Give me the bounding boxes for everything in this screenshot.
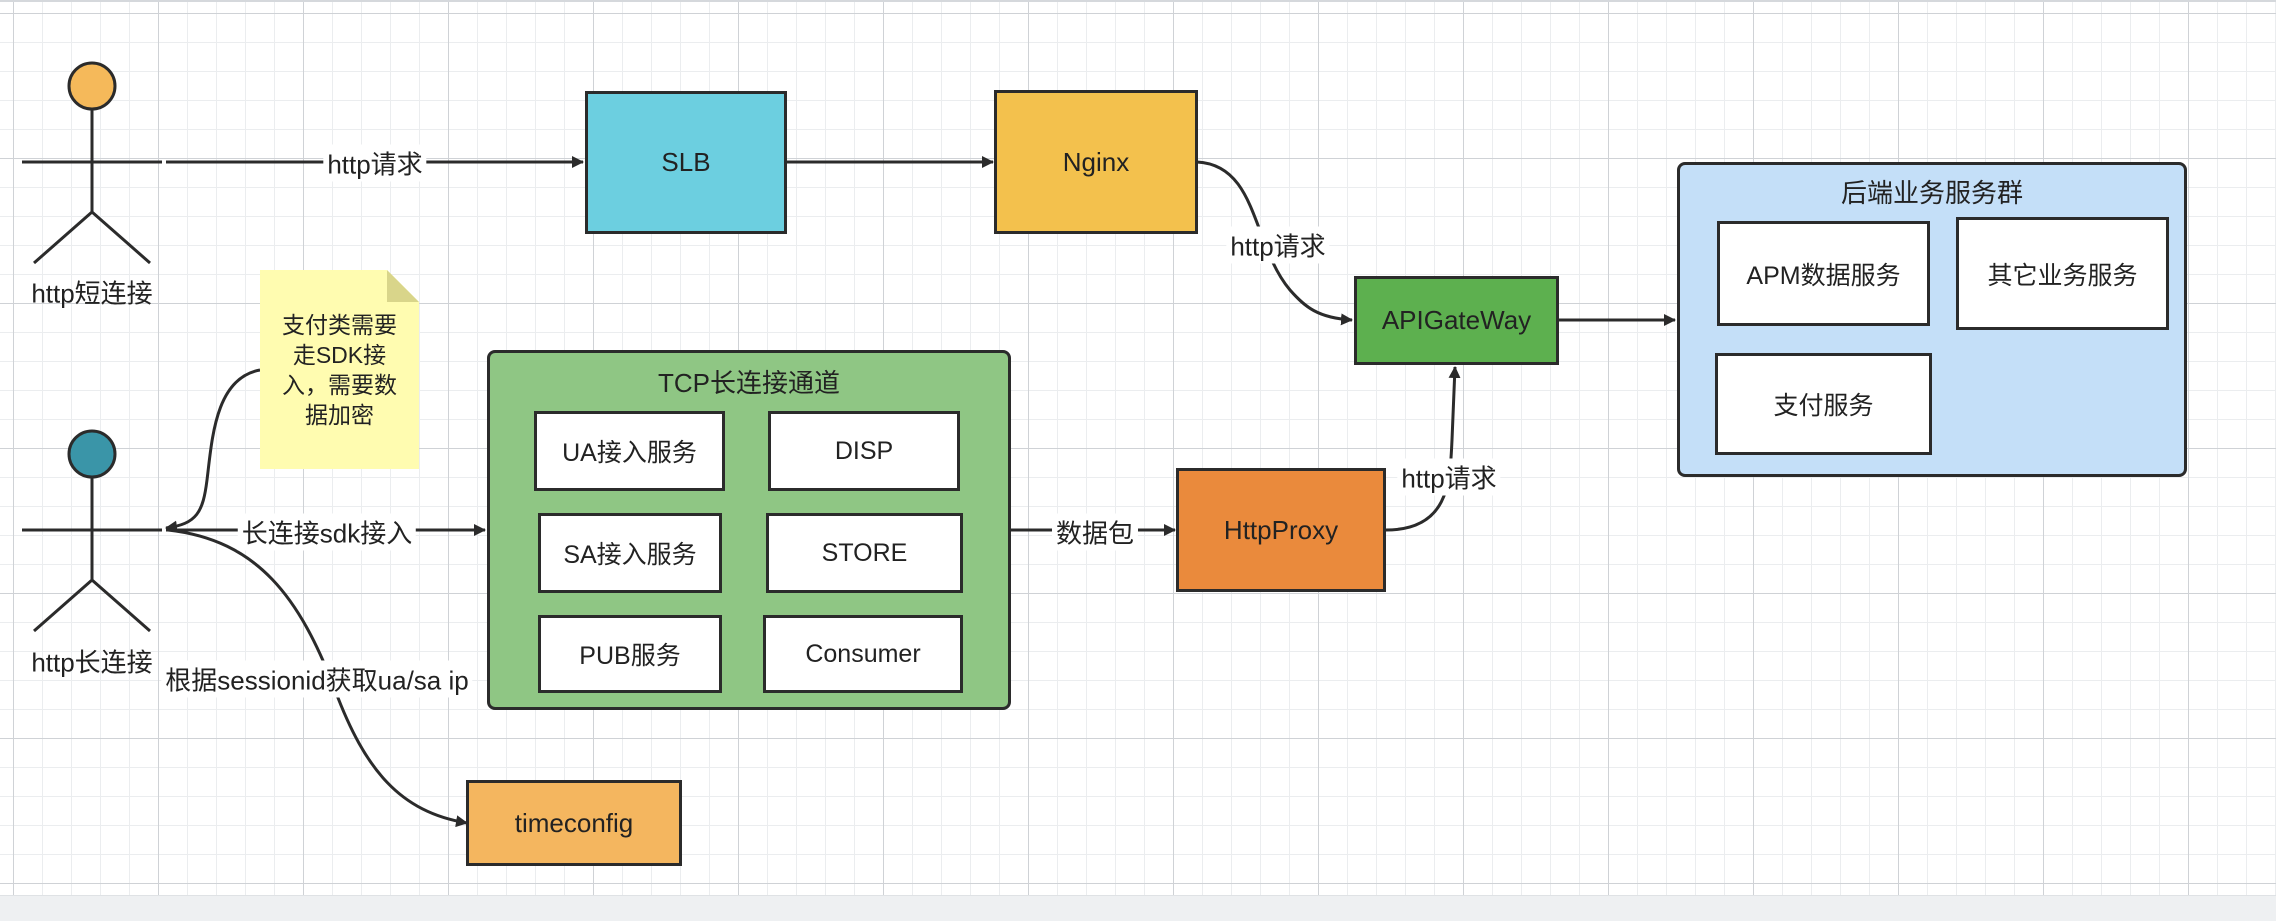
edge-label-proxy-to-gateway: http请求 bbox=[1397, 458, 1501, 496]
actor-long-figure bbox=[22, 429, 162, 633]
group-backend[interactable]: 后端业务服务群 APM数据服务 其它业务服务 支付服务 bbox=[1677, 162, 2187, 477]
edge-label-nginx-to-gateway: http请求 bbox=[1226, 226, 1330, 264]
edge-label-short-to-slb: http请求 bbox=[323, 144, 427, 182]
node-nginx-label: Nginx bbox=[1062, 146, 1130, 177]
node-slb-label: SLB bbox=[661, 147, 711, 177]
group-tcp-title: TCP长连接通道 bbox=[657, 368, 840, 398]
tcp-item-consumer-label: Consumer bbox=[805, 639, 921, 668]
backend-item-apm-label: APM数据服务 bbox=[1746, 261, 1901, 290]
backend-item-pay[interactable]: 支付服务 bbox=[1715, 353, 1932, 455]
edge-label-long-to-tcp: 长连接sdk接入 bbox=[237, 513, 417, 551]
edge-note-to-actor bbox=[165, 368, 261, 533]
tcp-item-pub[interactable]: PUB服务 bbox=[538, 615, 722, 693]
backend-item-other-label: 其它业务服务 bbox=[1987, 261, 2138, 290]
tcp-item-ua[interactable]: UA接入服务 bbox=[534, 411, 725, 491]
tcp-item-disp-label: DISP bbox=[834, 436, 894, 465]
tcp-item-consumer[interactable]: Consumer bbox=[763, 615, 963, 693]
top-border bbox=[0, 0, 2276, 2]
actor-short-figure bbox=[22, 61, 162, 265]
node-timeconfig-label: timeconfig bbox=[514, 807, 634, 838]
backend-item-apm[interactable]: APM数据服务 bbox=[1717, 221, 1930, 326]
edge-label-long-to-timeconfig: 根据sessionid获取ua/sa ip bbox=[161, 660, 473, 698]
edge-nginx-to-gateway bbox=[1196, 160, 1353, 326]
node-apigateway-label: APIGateWay bbox=[1381, 305, 1532, 335]
tcp-item-ua-label: UA接入服务 bbox=[562, 439, 697, 467]
sticky-note-text: 支付类需要 走SDK接 入，需要数 据加密 bbox=[282, 312, 397, 428]
node-httpproxy-label: HttpProxy bbox=[1223, 514, 1339, 545]
tcp-item-disp[interactable]: DISP bbox=[768, 411, 960, 491]
tcp-item-sa-label: SA接入服务 bbox=[563, 541, 697, 569]
actor-short-label: http短连接 bbox=[31, 278, 153, 309]
edge-label-tcp-to-proxy: 数据包 bbox=[1051, 513, 1139, 551]
tcp-item-pub-label: PUB服务 bbox=[579, 642, 681, 670]
backend-item-other[interactable]: 其它业务服务 bbox=[1956, 217, 2169, 330]
sticky-note[interactable] bbox=[260, 270, 419, 469]
tcp-item-sa[interactable]: SA接入服务 bbox=[538, 513, 722, 593]
node-httpproxy[interactable]: HttpProxy bbox=[1176, 468, 1386, 592]
group-tcp[interactable]: TCP长连接通道 UA接入服务 DISP SA接入服务 STORE PUB服务 … bbox=[487, 350, 1011, 710]
edge-proxy-to-gateway bbox=[1385, 366, 1461, 532]
actor-long-label: http长连接 bbox=[31, 647, 153, 678]
node-nginx[interactable]: Nginx bbox=[994, 90, 1198, 234]
node-apigateway[interactable]: APIGateWay bbox=[1354, 276, 1559, 365]
backend-item-pay-label: 支付服务 bbox=[1773, 392, 1874, 420]
tcp-item-store-label: STORE bbox=[821, 538, 908, 567]
bottom-bar bbox=[0, 895, 2276, 921]
group-backend-title: 后端业务服务群 bbox=[1840, 178, 2023, 208]
node-slb[interactable]: SLB bbox=[585, 91, 787, 234]
node-timeconfig[interactable]: timeconfig bbox=[466, 780, 682, 866]
tcp-item-store[interactable]: STORE bbox=[766, 513, 963, 593]
